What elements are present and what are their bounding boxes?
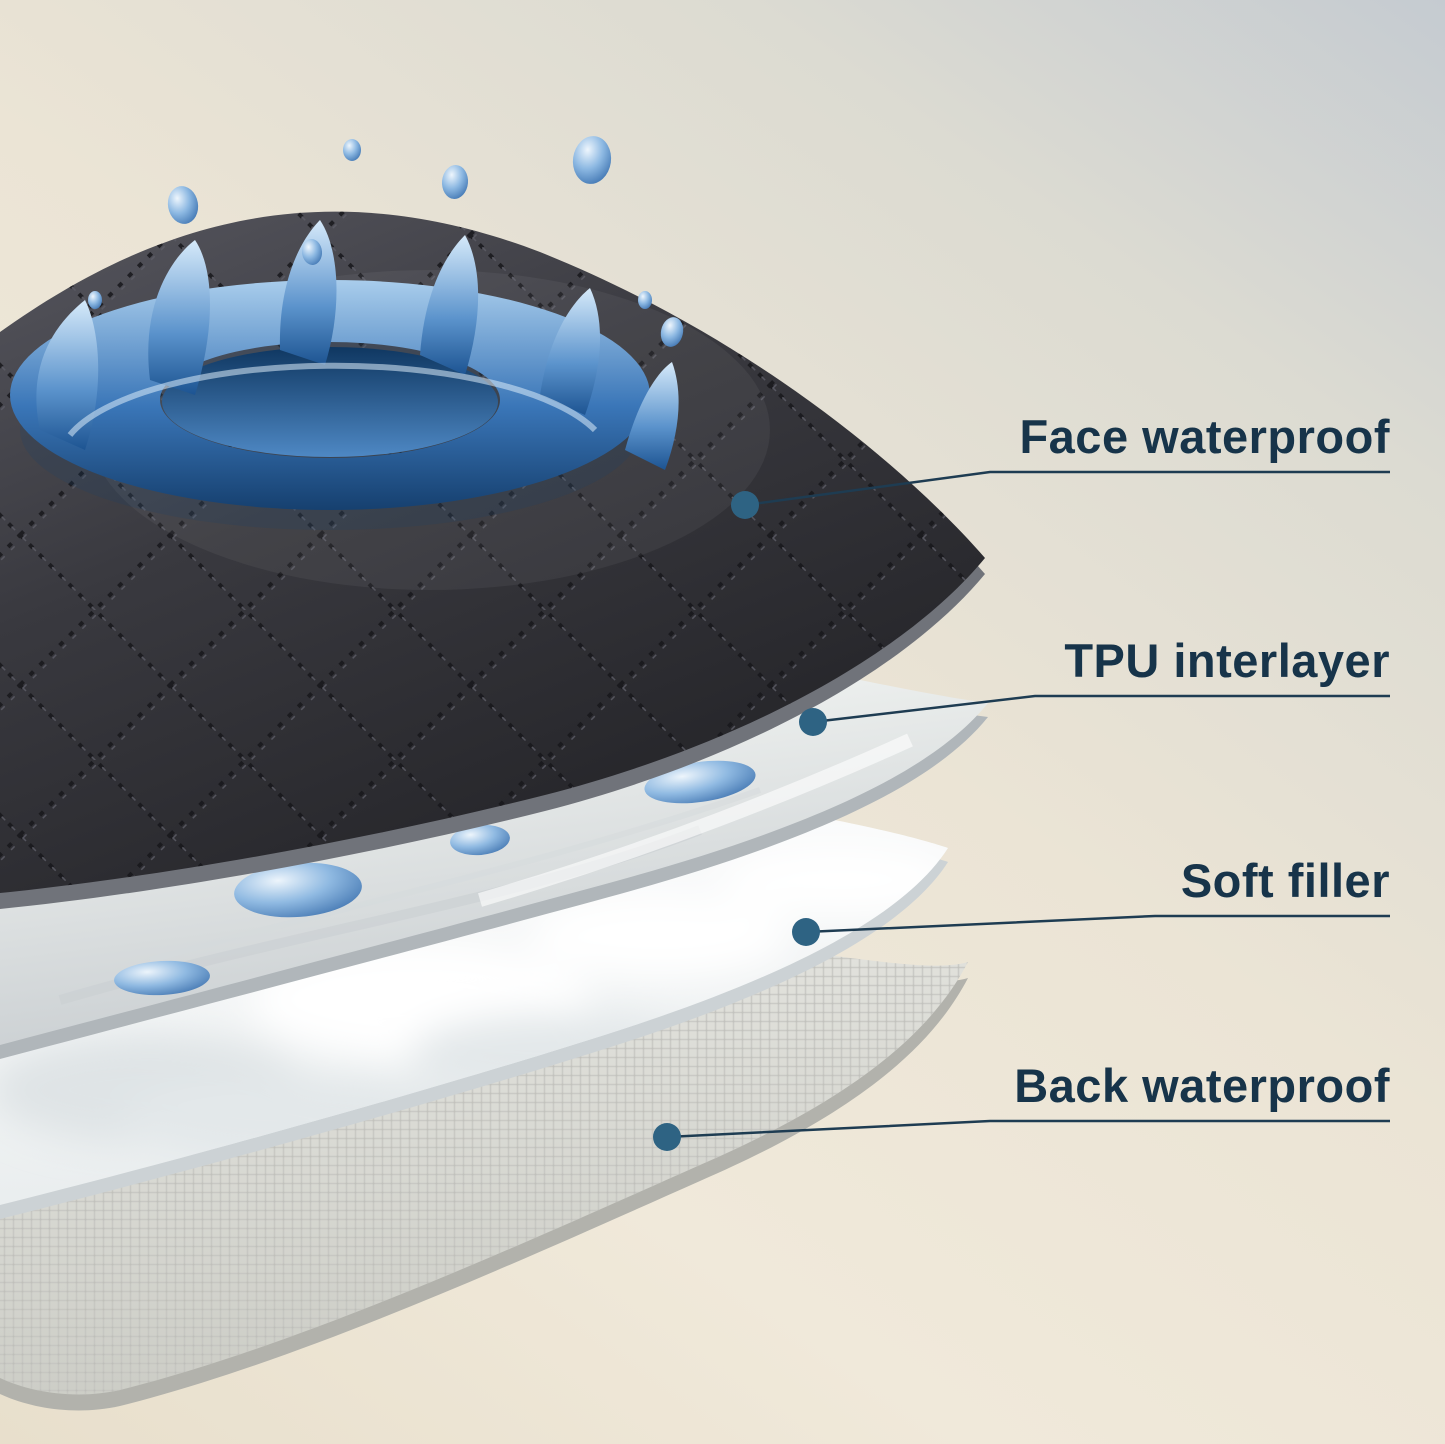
water-splash xyxy=(10,136,684,530)
callout-label: Face waterproof xyxy=(1019,410,1390,463)
leader-line xyxy=(812,694,1390,724)
callout-back-waterproof: Back waterproof xyxy=(653,1059,1390,1151)
water-droplet xyxy=(114,960,210,996)
marker-dot xyxy=(799,708,827,736)
splash-pool xyxy=(162,347,498,457)
callout-label: TPU interlayer xyxy=(1064,634,1390,687)
marker-dot xyxy=(653,1123,681,1151)
callout-face-waterproof: Face waterproof xyxy=(731,410,1390,519)
splash-droplets xyxy=(88,136,684,347)
marker-dot xyxy=(731,491,759,519)
leader-line xyxy=(666,1119,1390,1139)
callout-tpu-interlayer: TPU interlayer xyxy=(799,634,1390,736)
callout-label: Back waterproof xyxy=(1014,1059,1390,1112)
callout-soft-filler: Soft filler xyxy=(792,854,1390,946)
leader-line xyxy=(805,914,1390,934)
water-droplet xyxy=(450,824,510,856)
water-droplet xyxy=(644,760,756,804)
water-droplet xyxy=(234,862,362,918)
splash-spikes xyxy=(36,220,679,470)
callout-label: Soft filler xyxy=(1181,854,1390,907)
tpu-water-droplets xyxy=(114,760,756,996)
marker-dot xyxy=(792,918,820,946)
splash-highlight xyxy=(67,362,598,437)
leader-line xyxy=(744,470,1390,507)
